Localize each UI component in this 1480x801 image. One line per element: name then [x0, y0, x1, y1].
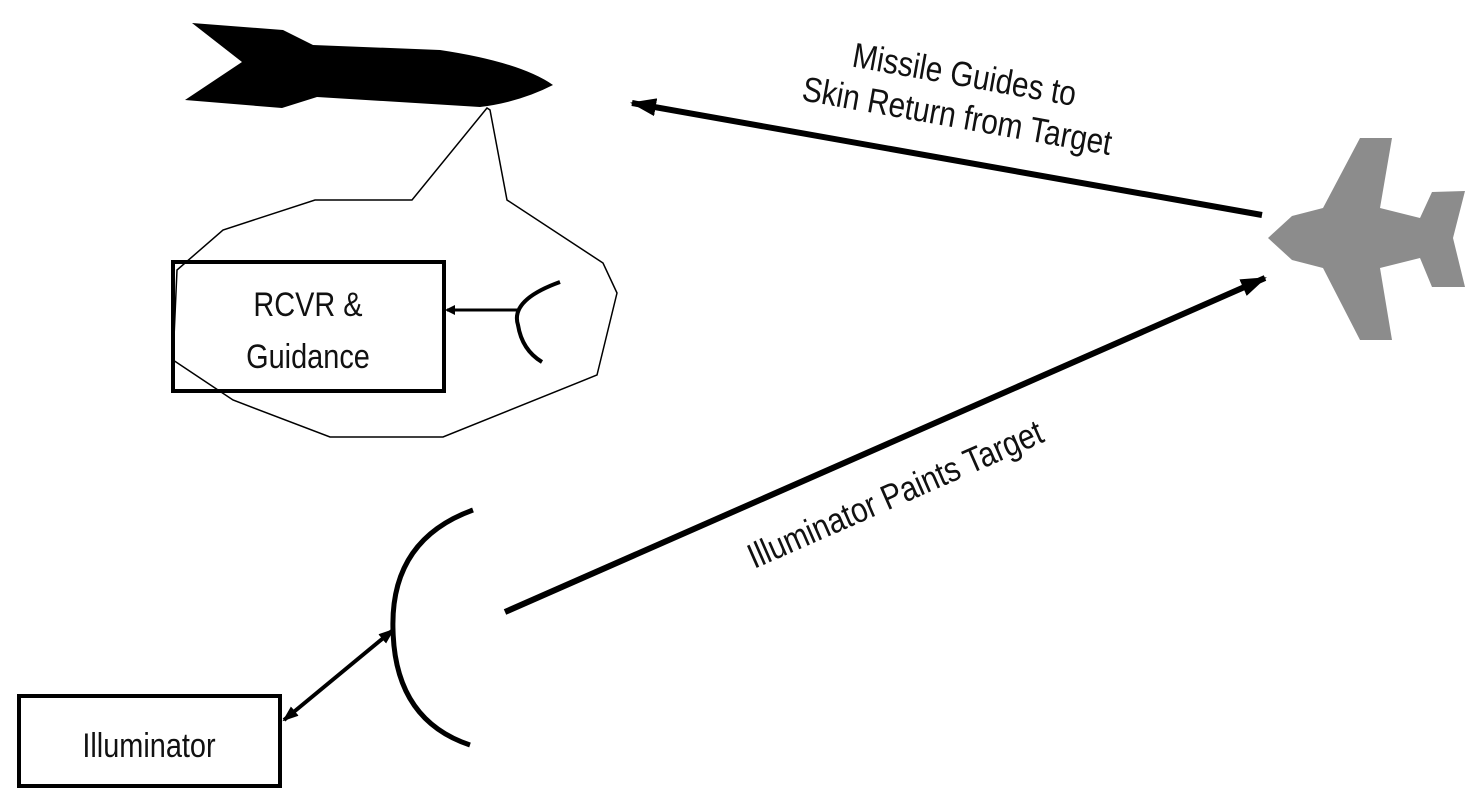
illuminator-dish-icon — [390, 507, 474, 748]
receiver-guidance-box: RCVR & Guidance — [171, 260, 446, 393]
target-aircraft-icon — [1268, 138, 1465, 340]
illuminator-box: Illuminator — [17, 694, 282, 788]
receiver-label-line1: RCVR & — [253, 285, 362, 324]
missile-icon — [185, 23, 553, 108]
illuminator-label: Illuminator — [82, 726, 215, 765]
receiver-label-line2: Guidance — [246, 337, 370, 376]
receiver-antenna-icon — [514, 280, 561, 364]
illumination-arrow — [503, 275, 1267, 615]
illuminator-dish-link-arrow — [282, 628, 395, 722]
missile-internals-callout — [172, 106, 618, 438]
skin-return-arrow — [630, 98, 1263, 218]
illumination-path-label: Illuminator Paints Target — [742, 412, 1049, 576]
